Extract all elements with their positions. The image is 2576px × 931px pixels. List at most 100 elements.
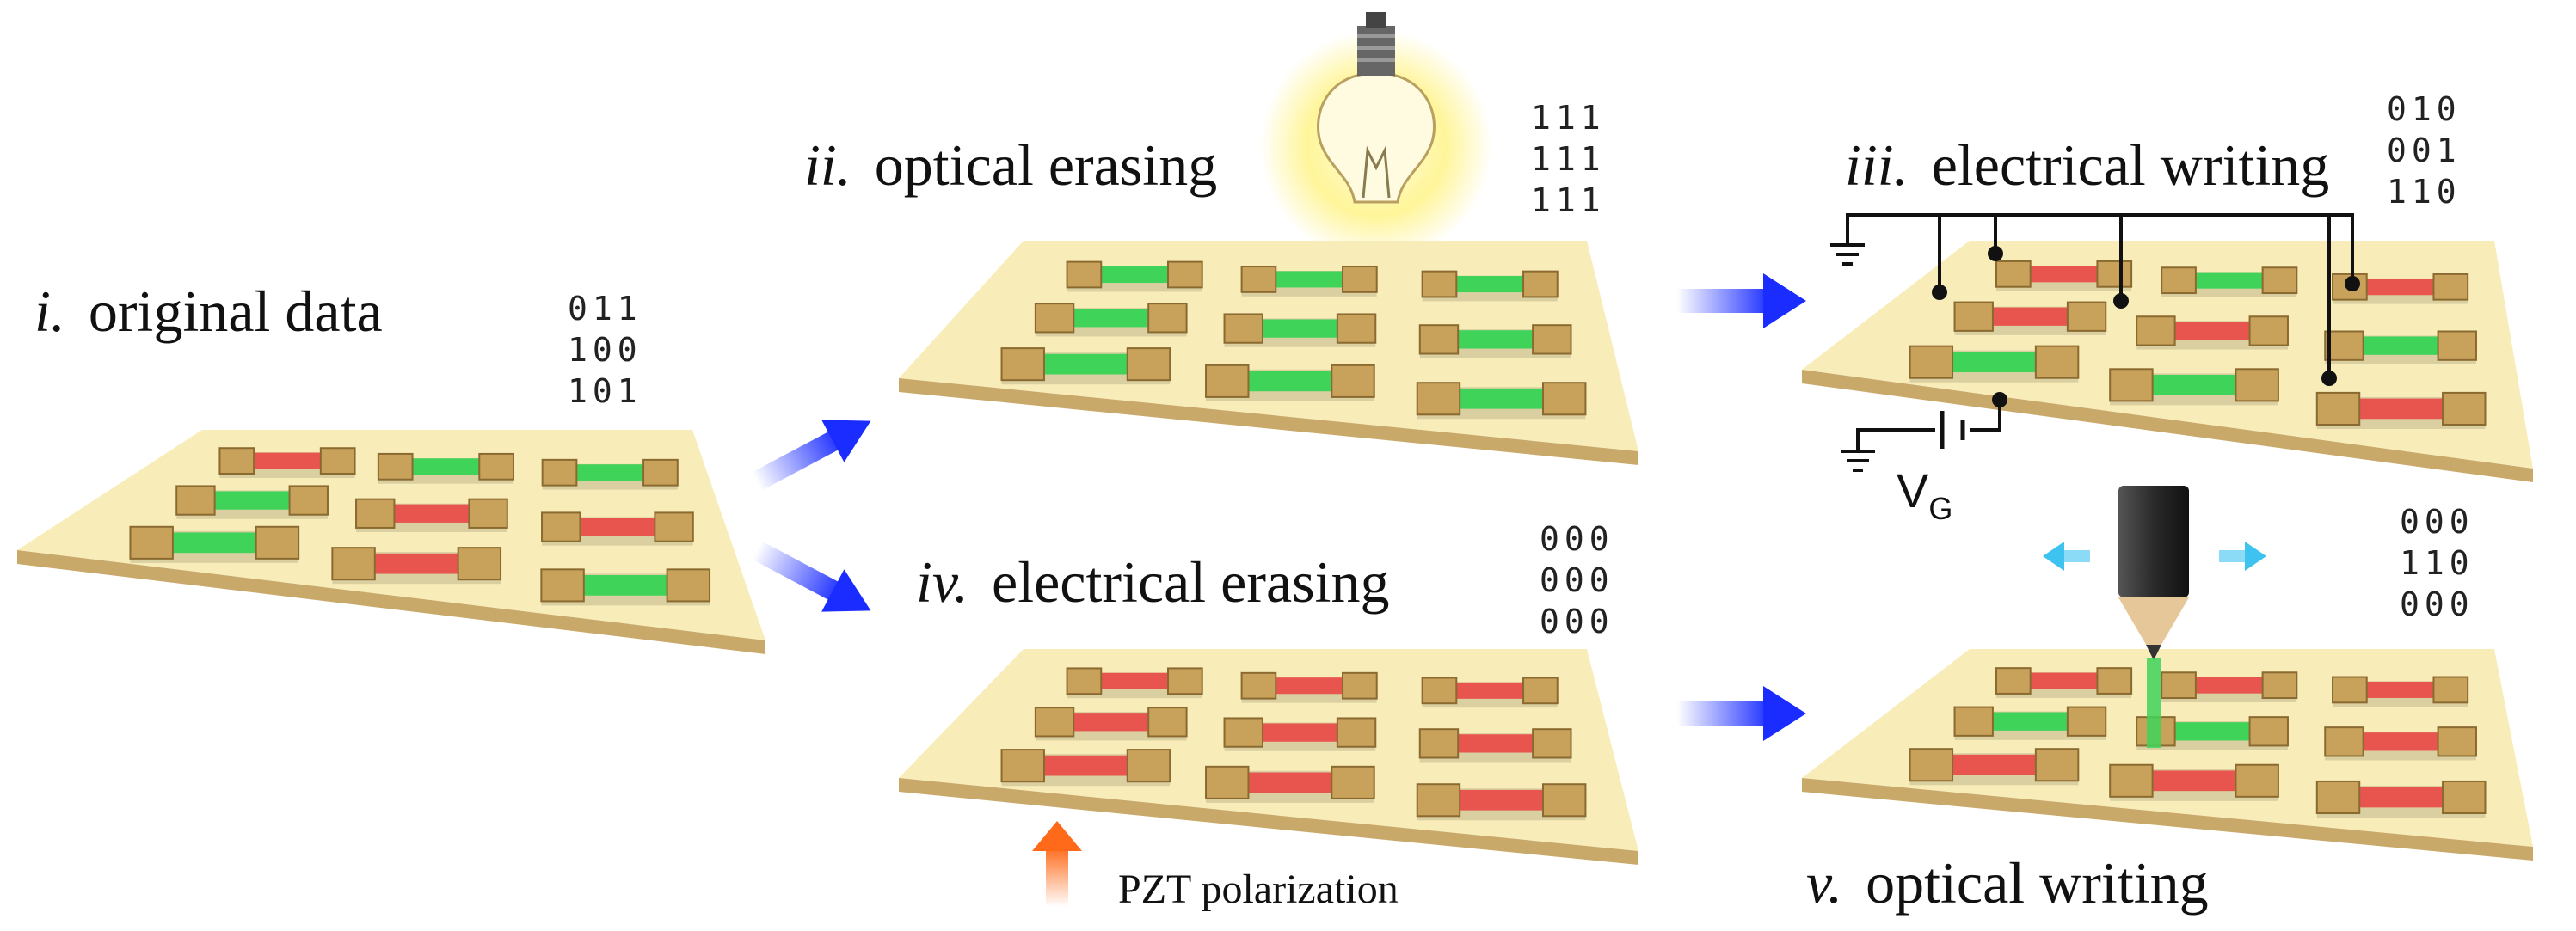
memory-cell (1034, 303, 1188, 337)
electrode-right (1342, 671, 1378, 700)
channel-on (172, 532, 256, 554)
electrode-right (1126, 347, 1171, 382)
electrode-right (1336, 717, 1377, 748)
memory-cell (1416, 382, 1587, 420)
channel-on (412, 458, 480, 475)
panel-v-title: v. optical writing (1806, 850, 2209, 916)
bits-row: 001 (2387, 132, 2462, 169)
channel-on (2363, 336, 2438, 355)
electrode-right (1147, 303, 1188, 334)
bits-row: 000 (2400, 585, 2475, 623)
electrode-left (1953, 301, 1994, 332)
electrode-right (2442, 391, 2487, 426)
electrode-right (2261, 266, 2298, 295)
memory-cell (1421, 677, 1559, 708)
substrate (17, 430, 765, 654)
substrate-edge (899, 378, 1638, 465)
electrode-left (1418, 324, 1460, 355)
electrode-left (1034, 303, 1075, 334)
electrode-right (2437, 330, 2477, 361)
electrode-left (2161, 671, 2197, 700)
electrode-left (1223, 313, 1263, 344)
electrode-right (1166, 667, 1203, 695)
electrode-left (2136, 315, 2176, 346)
channel-off (1101, 672, 1168, 689)
channel-off (394, 504, 470, 523)
electrode-left (2332, 676, 2368, 704)
memory-cell (2109, 763, 2279, 801)
panel-i-title: i. original data (34, 279, 383, 344)
bits-row: 000 (2400, 503, 2475, 541)
substrate-edge (899, 778, 1638, 865)
electrode-left (355, 498, 396, 529)
substrate-edge (1802, 370, 2533, 482)
electrode-left (1066, 667, 1103, 695)
channel-on (214, 491, 290, 510)
memory-cell (2324, 330, 2477, 364)
panel-iii-title: iii. electrical writing (1845, 132, 2329, 198)
electrode-right (1336, 313, 1377, 344)
memory-cell (2161, 671, 2298, 703)
channel-on (1043, 353, 1128, 375)
memory-cell (1240, 266, 1378, 297)
memory-cell (2109, 368, 2279, 406)
channel-off (2174, 322, 2250, 340)
electrode-right (1331, 364, 1375, 398)
electrode-right (2096, 260, 2133, 288)
panel-v: v. optical writing 000 110 000 (1802, 486, 2533, 916)
channel-off (374, 553, 458, 574)
electrode-right (1522, 270, 1559, 298)
substrate (1802, 649, 2533, 861)
channel-off (2359, 787, 2444, 808)
electrode-left (1066, 260, 1103, 289)
electrode-left (1205, 364, 1250, 398)
memory-cell (541, 511, 694, 546)
electrode-left (331, 547, 376, 581)
memory-cell (1000, 347, 1171, 385)
memory-cell (1909, 748, 2080, 786)
memory-cell (1000, 749, 1171, 787)
bits-row: 111 (1531, 99, 1606, 137)
memory-cell (1418, 728, 1572, 763)
channel-off (1073, 713, 1149, 732)
memory-cell (540, 568, 711, 606)
panel-iv: iv. electrical erasing 000 000 000 PZT p… (899, 520, 1638, 912)
electrode-right (319, 447, 356, 475)
electrode-right (1541, 382, 1587, 416)
flow-arrow-ii-to-iii (1677, 273, 1806, 328)
wiring (1846, 213, 2354, 451)
bits-row: 000 (1540, 520, 1614, 558)
channel-off (2366, 279, 2434, 296)
electrode-left (2324, 330, 2364, 361)
electrode-right (1532, 324, 1572, 355)
electrode-right (2235, 368, 2279, 402)
channel-on (2152, 374, 2236, 395)
channel-off (1460, 789, 1543, 811)
memory-cell (1953, 301, 2107, 335)
electrode-right (642, 458, 679, 487)
memory-cell (1909, 345, 2080, 383)
bits-row: 000 (1540, 603, 1614, 640)
channel-off (1262, 723, 1337, 742)
memory-cell (218, 447, 356, 478)
pzt-arrow (1032, 821, 1082, 907)
laser-probe-icon (2118, 486, 2189, 748)
electrode-left (2109, 368, 2154, 402)
bits-row: 000 (1540, 561, 1614, 599)
channel-off (1456, 682, 1524, 699)
electrode-right (2034, 345, 2080, 379)
electrode-left (1240, 266, 1277, 293)
memory-cell (1205, 364, 1375, 401)
substrate (1802, 241, 2533, 482)
channel-off (254, 452, 321, 469)
electrode-right (2437, 726, 2477, 757)
bits-row: 110 (2387, 173, 2462, 211)
memory-cell (331, 547, 502, 585)
flow-arrow-i-to-iv (752, 541, 871, 612)
memory-cell (1205, 765, 1375, 803)
channel-on (1456, 276, 1524, 293)
scan-arrow-left (2043, 542, 2090, 571)
bits-row: 110 (2400, 544, 2475, 582)
channel-off (2363, 732, 2438, 751)
bits-row: 111 (1531, 140, 1606, 178)
